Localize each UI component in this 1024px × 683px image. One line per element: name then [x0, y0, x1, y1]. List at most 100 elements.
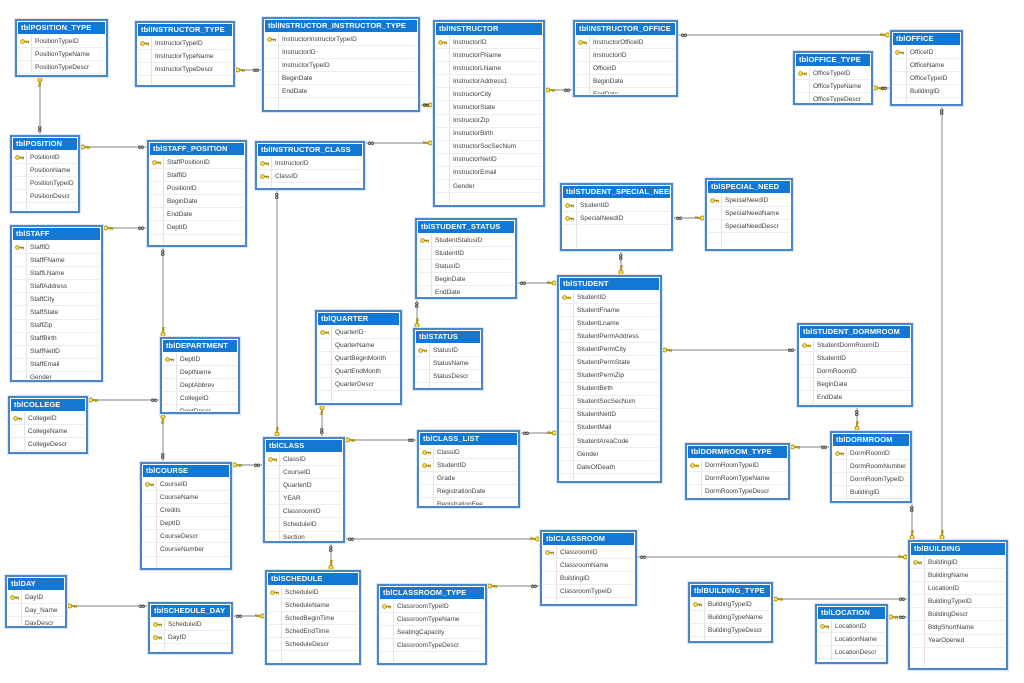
column-row-InstructorInstructorTypeID[interactable]: InstructorInstructorTypeID — [265, 33, 417, 47]
column-row-ScheduleID[interactable]: ScheduleID — [268, 586, 358, 600]
table-title-bar[interactable]: tblSCHEDULE — [268, 573, 358, 585]
column-row-OfficeTypeID[interactable]: OfficeTypeID — [796, 67, 870, 81]
relationship-tblDEPARTMENT-tblCOURSE[interactable]: ∞ — [157, 414, 167, 462]
table-title-bar[interactable]: tblQUARTER — [318, 313, 399, 325]
table-title-bar[interactable]: tblSTAFF — [13, 228, 100, 240]
column-row-StaffID[interactable]: StaffID — [150, 169, 244, 183]
relationship-tblBUILDING-tblDORMROOM[interactable]: ∞ — [906, 503, 916, 540]
relationship-tblSTAFF-tblSTAFF_POSITION[interactable]: ∞ — [103, 224, 147, 234]
column-row-BuildingID[interactable]: BuildingID — [543, 572, 634, 586]
column-row-DormRoomTypeDescr[interactable]: DormRoomTypeDescr — [688, 485, 787, 497]
relationship-tblOFFICE-tblINSTRUCTOR_OFFICE[interactable]: ∞ — [678, 31, 890, 41]
column-row-InstructorState[interactable]: InstructorState — [436, 101, 542, 115]
column-row-BuildingTypeID[interactable]: BuildingTypeID — [911, 595, 1005, 609]
column-row-StaffCity[interactable]: StaffCity — [13, 293, 100, 307]
column-row-StudentBirth[interactable]: StudentBirth — [560, 383, 659, 396]
column-row-PositionTypeDescr[interactable]: PositionTypeDescr — [18, 61, 105, 74]
column-row-Section[interactable]: Section — [266, 532, 342, 540]
column-row-InstructorID[interactable]: InstructorID — [258, 157, 362, 171]
relationship-tblSTUDENT-tblSTUDENT_STATUS[interactable]: ∞ — [517, 279, 557, 289]
relationship-tblINSTRUCTOR-tblINSTRUCTOR_CLASS[interactable]: ∞ — [365, 139, 433, 149]
column-row-BeginDate[interactable]: BeginDate — [150, 195, 244, 209]
table-title-bar[interactable]: tblCLASS_LIST — [420, 433, 517, 445]
column-row-InstructorCity[interactable]: InstructorCity — [436, 88, 542, 102]
column-row-BeginDate[interactable]: BeginDate — [265, 72, 417, 86]
column-row-StudentID[interactable]: StudentID — [420, 459, 517, 473]
relationship-tblBUILDING-tblCLASSROOM[interactable]: ∞ — [637, 553, 908, 563]
column-row-LocationDescr[interactable]: LocationDescr — [818, 646, 885, 660]
column-row-CollegeID[interactable]: CollegeID — [163, 392, 237, 406]
column-row-ClassroomName[interactable]: ClassroomName — [543, 559, 634, 573]
column-row-QuartEndMonth[interactable]: QuartEndMonth — [318, 365, 399, 379]
table-title-bar[interactable]: tblSPECIAL_NEED — [708, 181, 790, 193]
column-row-YEAR[interactable]: YEAR — [266, 492, 342, 506]
column-row-BuildingTypeID[interactable]: BuildingTypeID — [691, 598, 770, 612]
table-title-bar[interactable]: tblPOSITION — [13, 138, 77, 150]
column-row-DormRoomTypeID[interactable]: DormRoomTypeID — [833, 473, 909, 487]
column-row-StaffState[interactable]: StaffState — [13, 306, 100, 320]
column-row-StaffZip[interactable]: StaffZip — [13, 320, 100, 333]
column-row-ScheduleID[interactable]: ScheduleID — [151, 618, 230, 632]
column-row-QuarterDescr[interactable]: QuarterDescr — [318, 378, 399, 392]
column-row-InstructorNetID[interactable]: InstructorNetID — [436, 154, 542, 167]
column-row-LocationID[interactable]: LocationID — [911, 582, 1005, 596]
column-row-StudentDormRoomID[interactable]: StudentDormRoomID — [800, 339, 910, 353]
relationship-tblDORMROOM_TYPE-tblDORMROOM[interactable]: ∞ — [790, 443, 830, 453]
table-title-bar[interactable]: tblINSTRUCTOR_OFFICE — [576, 23, 675, 35]
column-row-StaffBirth[interactable]: StaffBirth — [13, 333, 100, 346]
table-title-bar[interactable]: tblSTAFF_POSITION — [150, 143, 244, 155]
column-row-SeatingCapacity[interactable]: SeatingCapacity — [380, 626, 484, 640]
column-row-Gender[interactable]: Gender — [560, 448, 659, 462]
column-row-Grade[interactable]: Grade — [420, 472, 517, 486]
table-title-bar[interactable]: tblDEPARTMENT — [163, 340, 237, 352]
table-title-bar[interactable]: tblDORMROOM_TYPE — [688, 446, 787, 458]
column-row-DeptID[interactable]: DeptID — [163, 353, 237, 367]
column-row-DormRoomID[interactable]: DormRoomID — [833, 447, 909, 461]
column-row-Day_Name[interactable]: Day_Name — [8, 604, 64, 618]
column-row-ClassroomTypeID[interactable]: ClassroomTypeID — [380, 600, 484, 614]
relationship-tblSCHEDULE-tblSCHEDULE_DAY[interactable]: ∞ — [233, 612, 265, 622]
column-row-StatusID[interactable]: StatusID — [418, 260, 514, 274]
column-row-StudentStatusID[interactable]: StudentStatusID — [418, 234, 514, 248]
column-row-QuarterID[interactable]: QuarterID — [318, 326, 399, 340]
column-row-StaffAddress[interactable]: StaffAddress — [13, 280, 100, 294]
column-row-StudentPermState[interactable]: StudentPermState — [560, 356, 659, 370]
table-title-bar[interactable]: tblBUILDING_TYPE — [691, 585, 770, 597]
column-row-DormRoomTypeID[interactable]: DormRoomTypeID — [688, 459, 787, 473]
column-row-BuildingTypeDescr[interactable]: BuildingTypeDescr — [691, 624, 770, 638]
relationship-tblDAY-tblSCHEDULE_DAY[interactable]: ∞ — [67, 602, 148, 612]
column-row-CourseName[interactable]: CourseName — [143, 491, 229, 505]
table-title-bar[interactable]: tblSTUDENT_DORMROOM — [800, 326, 910, 338]
column-row-CourseID[interactable]: CourseID — [143, 478, 229, 492]
relationship-tblDEPARTMENT-tblSTAFF_POSITION[interactable]: ∞ — [157, 247, 167, 337]
column-row-DormRoomNumber[interactable]: DormRoomNumber — [833, 460, 909, 474]
column-row-OfficeID[interactable]: OfficeID — [576, 62, 675, 76]
column-row-BuildingID[interactable]: BuildingID — [833, 486, 909, 500]
column-row-Gender[interactable]: Gender — [13, 372, 100, 379]
column-row-InstructorTypeDescr[interactable]: InstructorTypeDescr — [138, 63, 232, 77]
column-row-EndDate[interactable]: EndDate — [150, 208, 244, 222]
column-row-InstructorTypeID[interactable]: InstructorTypeID — [138, 37, 232, 51]
column-row-BldgShortName[interactable]: BldgShortName — [911, 621, 1005, 635]
relationship-tblDORMROOM-tblSTUDENT_DORMROOM[interactable]: ∞ — [851, 407, 861, 431]
relationship-tblCLASS-tblINSTRUCTOR_CLASS[interactable]: ∞ — [271, 190, 281, 437]
column-row-DormRoomID[interactable]: DormRoomID — [800, 365, 910, 379]
column-row-PositionDescr[interactable]: PositionDescr — [13, 190, 77, 204]
